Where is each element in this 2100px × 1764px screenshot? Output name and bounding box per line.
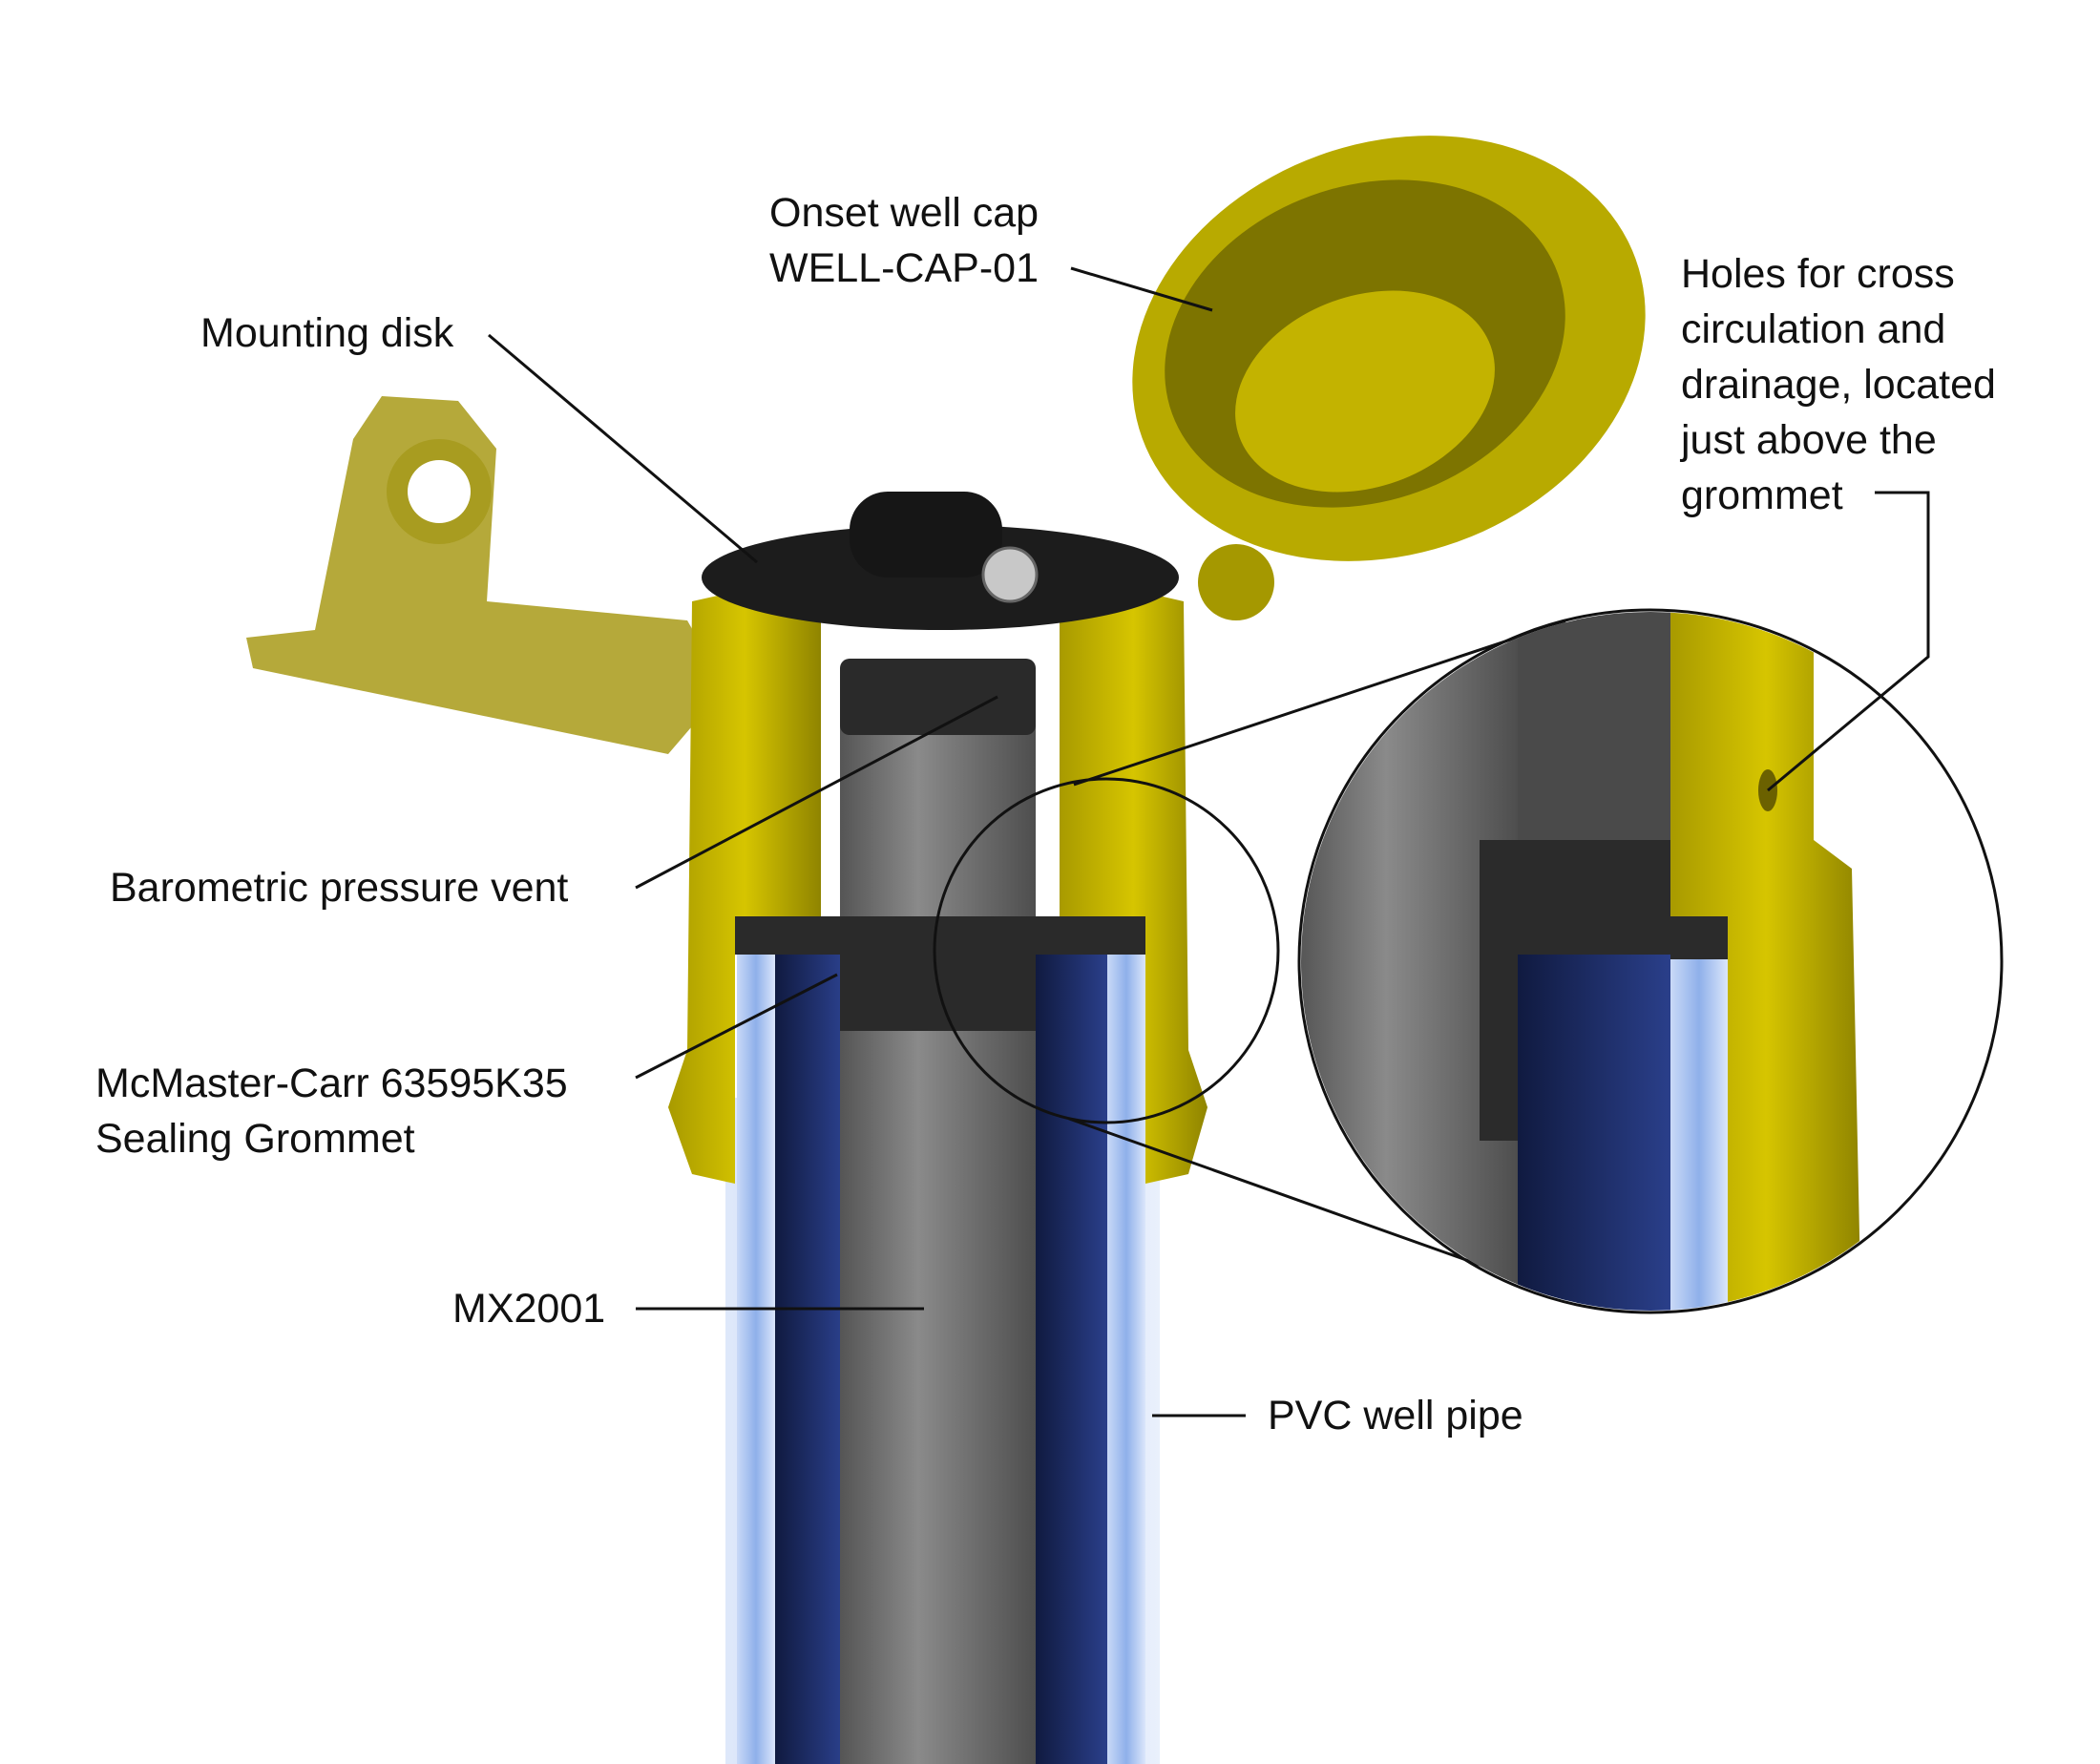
mx2001-logger — [840, 668, 1036, 1764]
well-cap-housing — [668, 573, 1208, 1184]
label-barometric-vent: Barometric pressure vent — [110, 865, 569, 911]
detail-source-circle — [933, 777, 1280, 1124]
label-holes-line: circulation and — [1681, 306, 1946, 352]
label-grommet-name: Sealing Grommet — [95, 1116, 415, 1162]
label-mx2001: MX2001 — [452, 1286, 606, 1332]
label-holes: Holes for cross circulation and drainage… — [1681, 246, 1996, 523]
detail-zoom-view — [1301, 612, 2000, 1311]
screw — [981, 546, 1039, 603]
label-mounting-disk: Mounting disk — [200, 310, 454, 356]
label-well-cap-part: WELL-CAP-01 — [769, 245, 1039, 291]
mounting-bracket — [246, 396, 725, 754]
label-well-cap: Onset well cap WELL-CAP-01 — [769, 185, 1039, 296]
label-holes-line: grommet — [1681, 472, 1843, 518]
label-grommet-part: McMaster-Carr 63595K35 — [95, 1060, 568, 1106]
label-holes-line: just above the — [1681, 417, 1937, 463]
well-cap-lid — [1132, 136, 1646, 620]
sensor-top-ring — [840, 659, 1036, 735]
label-pvc-pipe: PVC well pipe — [1268, 1393, 1523, 1438]
label-holes-line: Holes for cross — [1681, 251, 1955, 297]
label-well-cap-name: Onset well cap — [769, 190, 1040, 236]
label-grommet: McMaster-Carr 63595K35 Sealing Grommet — [95, 1056, 568, 1166]
leader-lines — [488, 266, 1930, 1418]
label-holes-line: drainage, located — [1681, 362, 1996, 408]
